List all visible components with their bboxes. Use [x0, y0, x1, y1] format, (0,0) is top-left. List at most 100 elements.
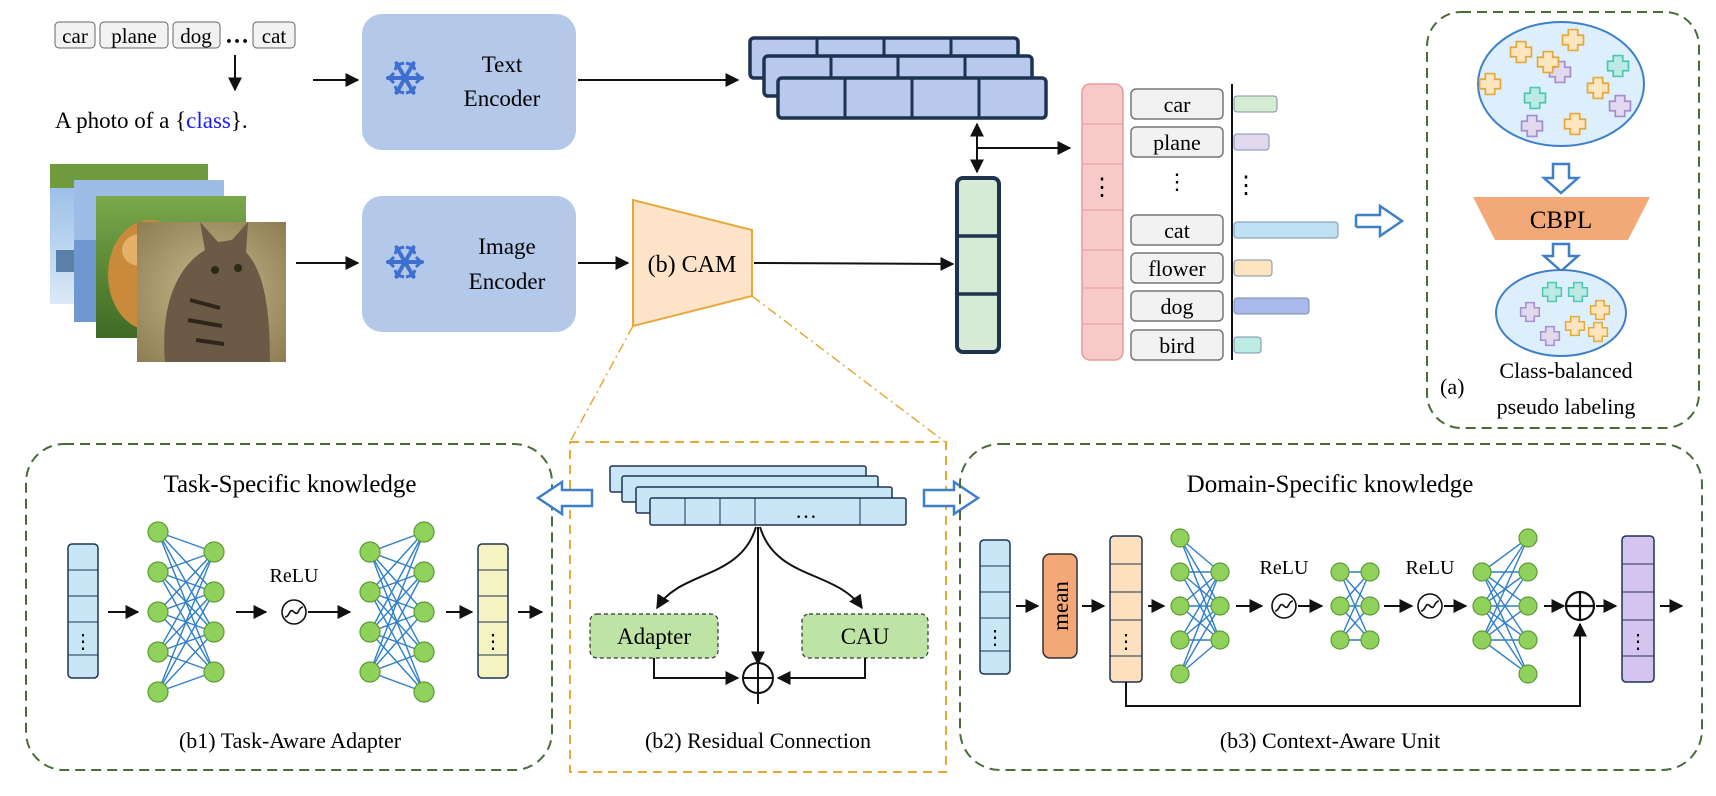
image-encoder-label-1: Image: [478, 234, 535, 259]
net-node: [203, 541, 225, 563]
token-cat: cat: [262, 24, 287, 48]
net-node: [203, 581, 225, 603]
b1-title: Task-Specific knowledge: [163, 471, 416, 498]
pseudo-label-marker: [1541, 281, 1563, 303]
text-encoder: Text Encoder: [362, 14, 576, 150]
pseudo-label-marker: [1606, 54, 1630, 78]
arrow-to-adapter: [656, 526, 757, 610]
image-feature-vector: [955, 176, 1001, 354]
b3-title: Domain-Specific knowledge: [1187, 471, 1474, 498]
class-label-plane: plane: [1153, 130, 1201, 155]
net-edge: [369, 531, 425, 633]
net-node: [1518, 596, 1538, 616]
class-label-car: car: [1164, 92, 1192, 117]
pseudo-label-markers-unbalanced: [1478, 28, 1632, 138]
pseudo-label-markers-balanced: [1519, 281, 1611, 347]
net-node: [1472, 596, 1492, 616]
net-node: [1210, 630, 1230, 650]
cau-box: CAU: [801, 613, 929, 659]
text-embedding-column: ⋮: [1081, 83, 1124, 361]
net-node: [1330, 596, 1350, 616]
net-node: [1210, 562, 1230, 582]
feature-layer: [776, 76, 1048, 120]
adapter-to-sum: [653, 658, 740, 685]
pseudo-label-marker: [1567, 281, 1589, 303]
token-dog: dog: [180, 24, 212, 48]
cau-label: CAU: [841, 624, 890, 649]
down-arrow-1: [1540, 162, 1582, 195]
class-label-flower: flower: [1148, 256, 1206, 281]
net-edge: [1179, 571, 1221, 641]
class-label-box: [1130, 252, 1224, 284]
token-ellipsis: …: [225, 23, 249, 49]
pseudo-label-marker: [1587, 321, 1609, 343]
token-box: [54, 21, 96, 49]
net-node: [147, 681, 169, 703]
score-bars: [1233, 95, 1339, 354]
class-token-row: car plane dog … cat: [54, 21, 296, 49]
b3-output-vector: ⋮: [1621, 535, 1655, 683]
net-edge: [1179, 571, 1221, 675]
vector-vdots: ⋮: [1116, 631, 1136, 653]
vector-vdots: ⋮: [483, 631, 503, 653]
hollow-arrow-to-cbpl: [1354, 203, 1405, 239]
net-edge: [1339, 571, 1371, 641]
b1-mlp-1: [147, 521, 225, 703]
net-edge: [157, 551, 215, 613]
net-node: [203, 661, 225, 683]
hollow-arrow-to-b3: [922, 479, 981, 517]
cbpl-label: CBPL: [1530, 207, 1593, 234]
net-node: [1360, 596, 1380, 616]
net-edge: [157, 631, 215, 693]
arrow-to-cau: [759, 526, 863, 610]
net-node: [359, 661, 381, 683]
class-label-bird: bird: [1159, 333, 1194, 358]
b2-panel: [569, 441, 947, 773]
adapter-box: Adapter: [589, 613, 719, 659]
net-edge: [1481, 537, 1529, 607]
net-node: [359, 541, 381, 563]
token-plane: plane: [111, 24, 156, 48]
net-node: [1518, 528, 1538, 548]
cam-module: (b) CAM: [632, 198, 753, 328]
down-arrow-2: [1540, 242, 1582, 273]
net-node: [1170, 596, 1190, 616]
net-node: [1518, 562, 1538, 582]
adapter-label: Adapter: [617, 624, 691, 649]
sum-icon: [742, 662, 774, 694]
relu-icon: [281, 599, 307, 625]
b3-mlp-3: [1472, 528, 1538, 684]
feature-layer: …: [649, 497, 907, 526]
score-bar-flower: [1233, 259, 1273, 277]
net-node: [1330, 562, 1350, 582]
pseudo-label-marker: [1586, 76, 1610, 100]
b3-mlp-2: [1330, 562, 1380, 650]
zoom-line-right: [751, 295, 946, 443]
vector-vdots: ⋮: [985, 627, 1005, 649]
b3-mlp-1: [1170, 528, 1230, 684]
relu-icon: [1271, 593, 1297, 619]
text-feature-stack: [748, 36, 1048, 120]
net-edge: [369, 531, 425, 593]
net-node: [1170, 562, 1190, 582]
sum-icon: [1564, 590, 1596, 622]
token-box: [252, 21, 296, 49]
net-node: [203, 621, 225, 643]
relu-icon: [1417, 593, 1443, 619]
b2-caption: (b2) Residual Connection: [645, 728, 871, 753]
token-box: [99, 21, 169, 49]
net-node: [1170, 528, 1190, 548]
score-bar-bird: [1233, 336, 1262, 354]
b3-mean-vector: ⋮: [1109, 535, 1143, 683]
net-edge: [1481, 571, 1529, 641]
cbpl-panel: [1426, 11, 1700, 429]
pseudo-label-marker: [1539, 325, 1561, 347]
net-node: [1330, 630, 1350, 650]
class-label-box: [1130, 88, 1224, 120]
class-label-box: [1130, 329, 1224, 361]
class-label-box: [1130, 214, 1224, 246]
score-bar-car: [1233, 95, 1278, 113]
score-bar-plane: [1233, 133, 1270, 151]
net-node: [147, 641, 169, 663]
